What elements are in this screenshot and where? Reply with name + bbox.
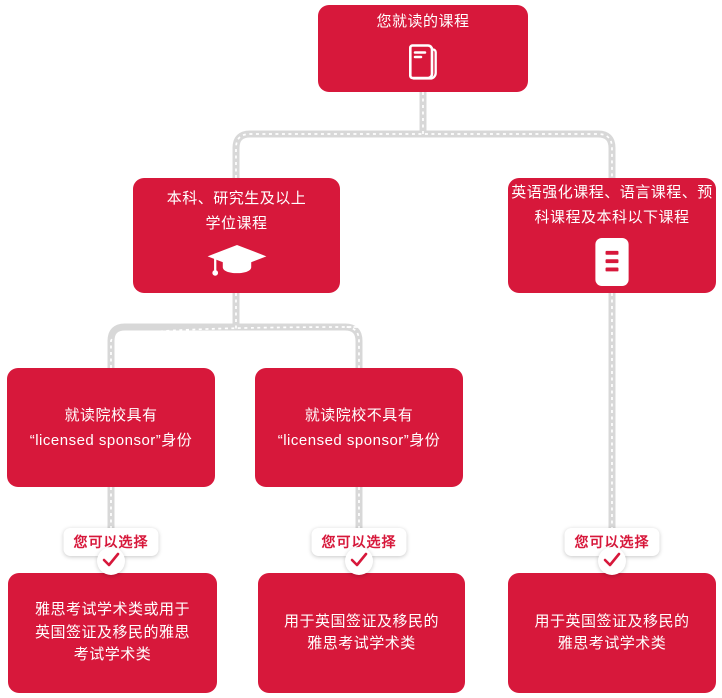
- check-icon: [97, 545, 125, 578]
- node-not-licensed-sponsor: 就读院校不具有 “licensed sponsor”身份: [255, 368, 463, 487]
- node-result-academic-or-ukvi: 雅思考试学术类或用于英国签证及移民的雅思考试学术类: [8, 573, 217, 693]
- check-circle-1: [97, 547, 125, 575]
- node-english-courses: 英语强化课程、语言课程、预 科课程及本科以下课程: [508, 178, 716, 293]
- book-icon: [405, 42, 441, 87]
- node-current-course: 您就读的课程: [318, 5, 528, 92]
- document-list-icon: [595, 238, 629, 291]
- node-english-courses-line2: 科课程及本科以下课程: [534, 209, 690, 226]
- node-degree-courses-line2: 学位课程: [205, 215, 268, 232]
- node-not-licensed-sponsor-line1: 就读院校不具有: [304, 406, 414, 424]
- check-circle-3: [598, 547, 626, 575]
- check-circle-2: [345, 547, 373, 575]
- node-licensed-sponsor-line2: “licensed sponsor”身份: [29, 431, 193, 449]
- check-icon: [598, 545, 626, 578]
- node-not-licensed-sponsor-line2: “licensed sponsor”身份: [277, 431, 441, 449]
- choose-label-2: 您可以选择: [311, 528, 407, 556]
- node-degree-courses-line1: 本科、研究生及以上: [166, 190, 307, 207]
- node-result-ukvi-academic-1: 用于英国签证及移民的雅思考试学术类: [258, 573, 465, 693]
- node-licensed-sponsor: 就读院校具有 “licensed sponsor”身份: [7, 368, 215, 487]
- node-licensed-sponsor-line1: 就读院校具有: [64, 406, 158, 424]
- node-result-ukvi-academic-2-text: 用于英国签证及移民的雅思考试学术类: [534, 612, 690, 653]
- node-degree-courses: 本科、研究生及以上 学位课程: [133, 178, 340, 293]
- graduation-cap-icon: [206, 244, 268, 285]
- node-english-courses-line1: 英语强化课程、语言课程、预: [511, 184, 713, 201]
- check-icon: [345, 545, 373, 578]
- node-result-ukvi-academic-1-text: 用于英国签证及移民的雅思考试学术类: [283, 612, 439, 653]
- node-current-course-title: 您就读的课程: [376, 13, 470, 30]
- node-result-academic-or-ukvi-text: 雅思考试学术类或用于英国签证及移民的雅思考试学术类: [34, 601, 190, 664]
- node-result-ukvi-academic-2: 用于英国签证及移民的雅思考试学术类: [508, 573, 716, 693]
